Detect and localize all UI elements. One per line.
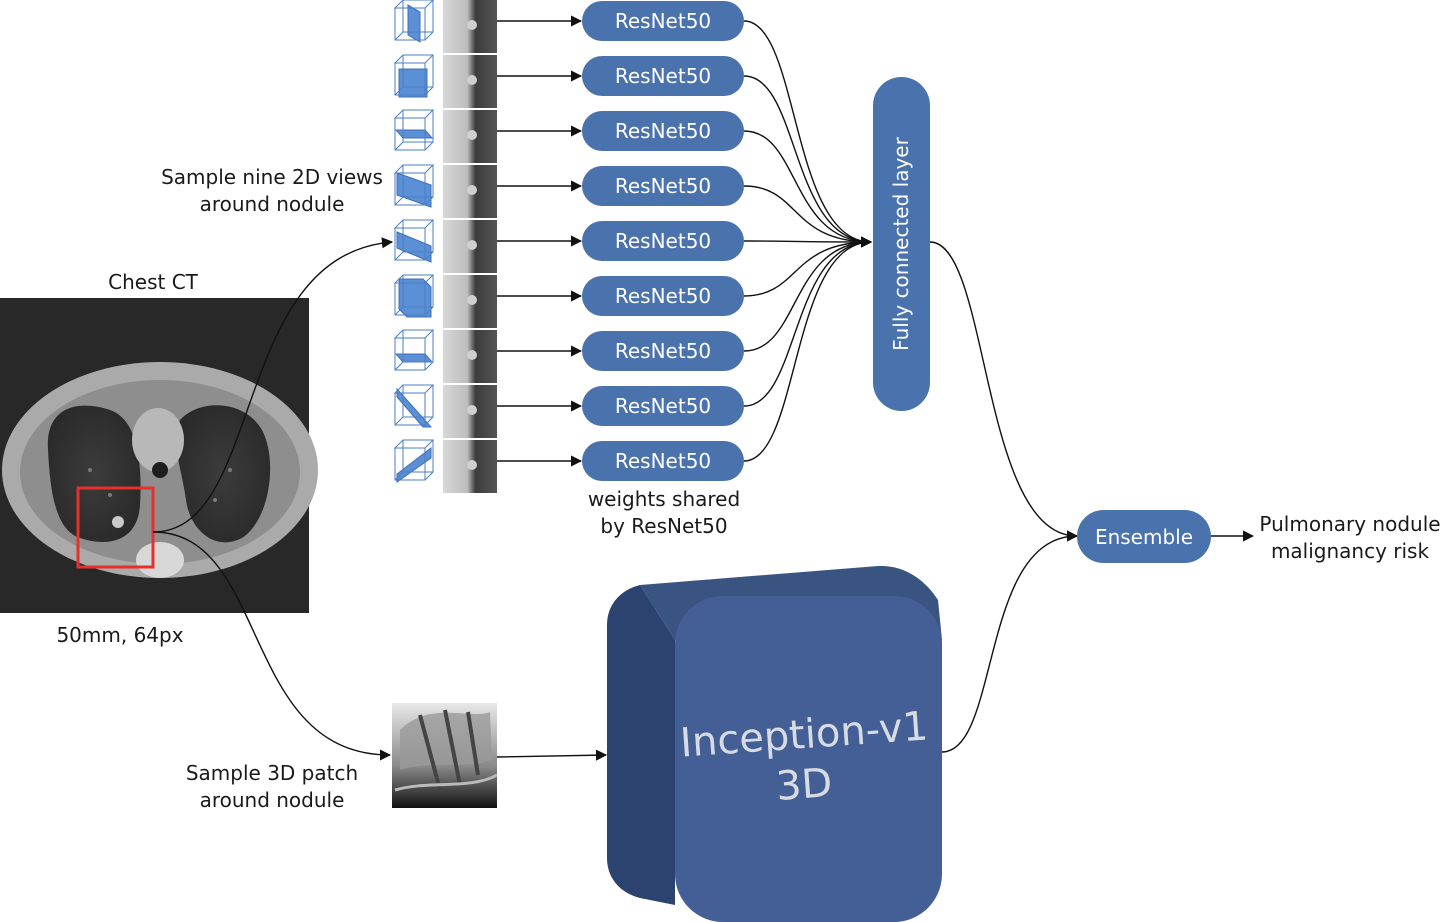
view-thumbnail <box>443 165 497 218</box>
views-label-line2: around nodule <box>200 192 345 216</box>
resnet50-node <box>582 56 744 96</box>
resnet50-label: ResNet50 <box>615 174 711 198</box>
output-line1: Pulmonary nodule <box>1259 512 1440 536</box>
resnet-to-fc-arrow <box>743 236 873 462</box>
resnet-to-fc-arrow <box>743 185 873 248</box>
shared-weights-line2: by ResNet50 <box>600 514 727 538</box>
resnet-to-fc-arrow <box>743 236 873 297</box>
view-plane-cube-icon <box>393 439 435 483</box>
view-thumbnail <box>443 220 497 273</box>
patch3d-label-line2: around nodule <box>200 788 345 812</box>
views-label-line1: Sample nine 2D views <box>161 165 383 189</box>
resnet50-label: ResNet50 <box>615 9 711 33</box>
chest-ct-title: Chest CT <box>108 270 199 294</box>
view-plane-cube-icon <box>393 164 435 208</box>
view-plane-cube-icon <box>393 384 435 428</box>
view-thumbnail <box>443 330 497 383</box>
resnet50-label: ResNet50 <box>615 449 711 473</box>
resnet50-node <box>582 111 744 151</box>
resnet50-node <box>582 276 744 316</box>
fc-to-ensemble-arrow <box>929 241 1079 542</box>
inception-line2: 3D <box>774 760 833 810</box>
ensemble-node <box>1077 510 1211 563</box>
resnet50-node <box>582 441 744 481</box>
chest-ct-caption: 50mm, 64px <box>56 623 183 647</box>
resnet50-label: ResNet50 <box>615 339 711 363</box>
fully-connected-label: Fully connected layer <box>889 136 913 350</box>
resnet50-label: ResNet50 <box>615 64 711 88</box>
shared-weights-line1: weights shared <box>588 487 740 511</box>
view-rows: ResNet50ResNet50ResNet50ResNet50ResNet50… <box>393 0 873 493</box>
view-thumbnail <box>443 110 497 163</box>
view-thumbnail <box>443 385 497 438</box>
view-thumbnail <box>443 275 497 328</box>
view-thumbnail <box>443 0 497 53</box>
fully-connected-layer <box>873 77 930 411</box>
resnet-to-fc-arrow <box>743 236 873 248</box>
ct-to-patch-arrow <box>152 531 392 761</box>
view-thumbnail <box>443 55 497 108</box>
view-thumbnail <box>443 440 497 493</box>
output-line2: malignancy risk <box>1271 539 1430 563</box>
ensemble-label: Ensemble <box>1095 525 1193 549</box>
resnet-to-fc-arrow <box>743 236 873 352</box>
resnet50-node <box>582 221 744 261</box>
resnet50-node <box>582 331 744 371</box>
resnet-to-fc-arrow <box>743 75 873 248</box>
nodule-highlight-box <box>76 486 155 569</box>
resnet50-node <box>582 166 744 206</box>
ct-to-views-arrow <box>152 237 394 533</box>
patch3d-label-line1: Sample 3D patch <box>186 761 358 785</box>
chest-ct-image <box>0 298 318 613</box>
resnet50-label: ResNet50 <box>615 284 711 308</box>
inception-block <box>607 565 942 922</box>
view-plane-cube-icon <box>393 219 435 263</box>
inception-to-ensemble-arrow <box>941 530 1079 753</box>
resnet50-node <box>582 1 744 41</box>
patch-3d-image <box>392 703 498 808</box>
resnet50-node <box>582 386 744 426</box>
view-plane-cube-icon <box>393 54 435 98</box>
resnet-to-fc-arrow <box>743 130 873 248</box>
patch-to-inception-arrow <box>496 749 608 761</box>
view-plane-cube-icon <box>393 274 435 318</box>
view-plane-cube-icon <box>393 0 434 43</box>
view-plane-cube-icon <box>393 329 435 371</box>
resnet-to-fc-arrow <box>743 20 873 248</box>
resnet-to-fc-arrow <box>743 236 873 407</box>
resnet50-label: ResNet50 <box>615 119 711 143</box>
resnet50-label: ResNet50 <box>615 394 711 418</box>
resnet50-label: ResNet50 <box>615 229 711 253</box>
view-plane-cube-icon <box>393 109 435 151</box>
